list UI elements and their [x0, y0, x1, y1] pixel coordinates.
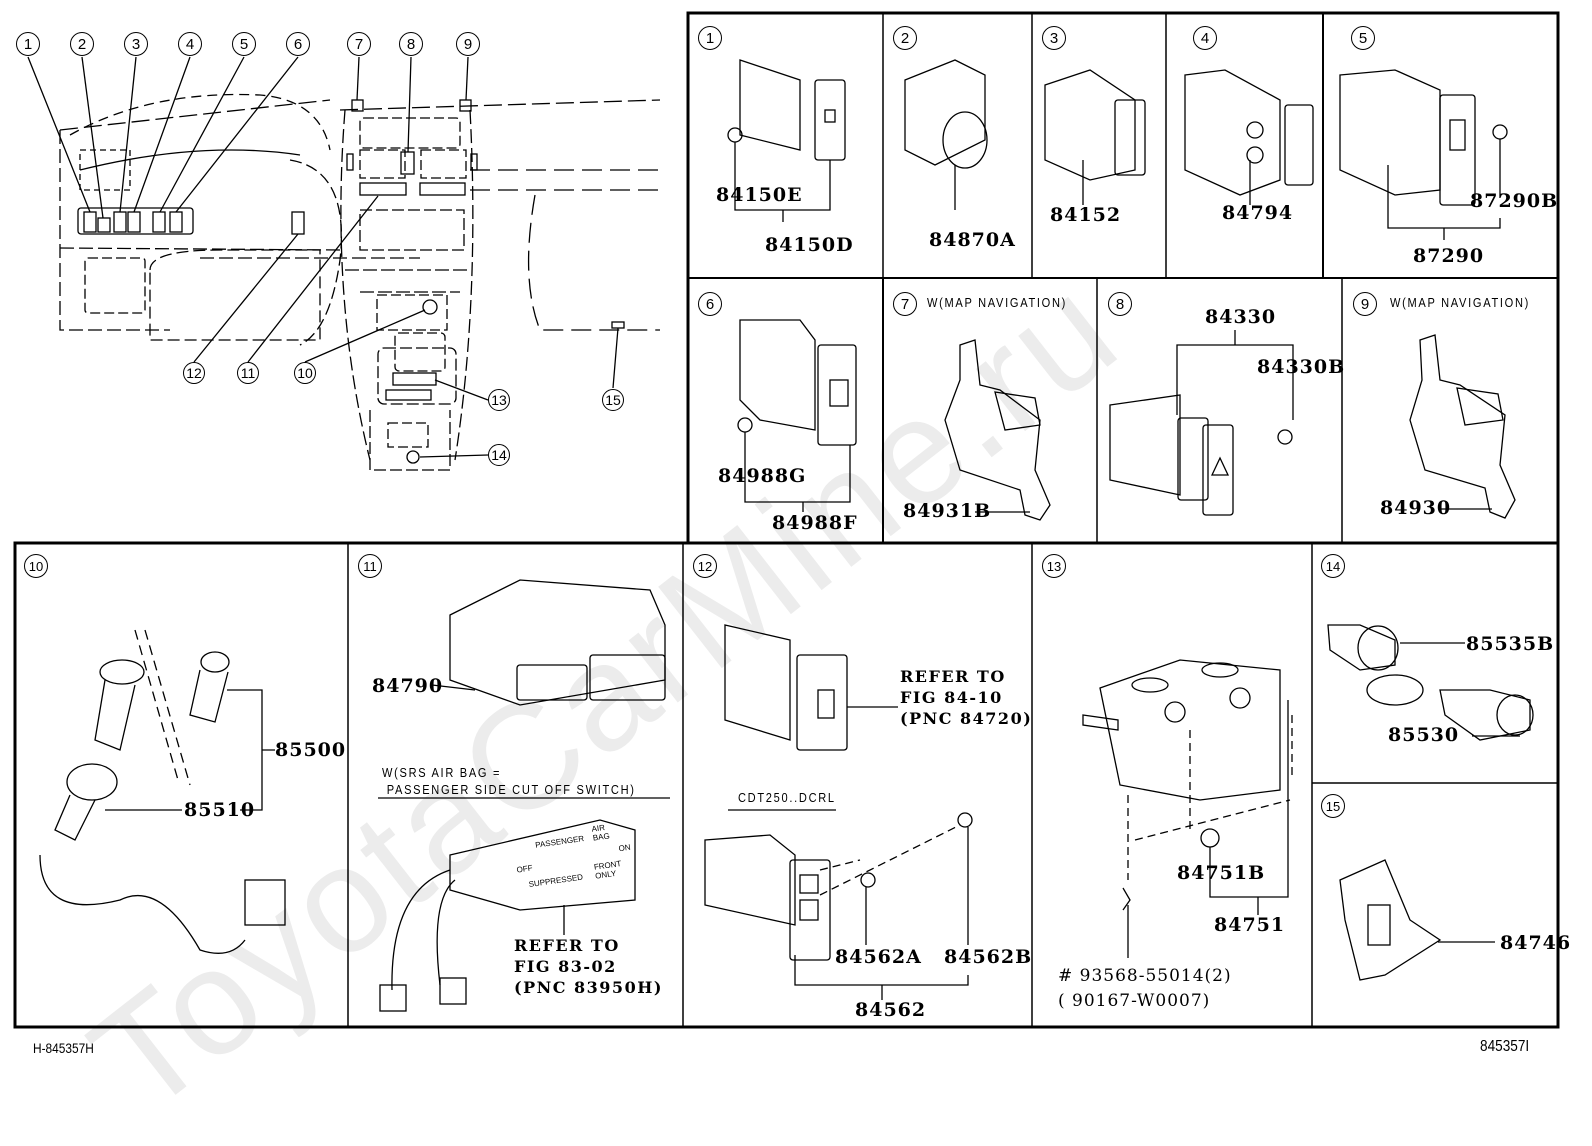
panel-10-number: 10 [24, 554, 48, 578]
panel-11-condition: W(SRS AIR BAG = PASSENGER SIDE CUT OFF S… [382, 765, 636, 797]
part-84988F[interactable]: 84988F [772, 512, 858, 534]
panel-15-number: 15 [1321, 794, 1345, 818]
drawing-code-left: H-845357H [33, 1040, 94, 1056]
overview-callout-1[interactable]: 1 [16, 32, 40, 56]
panel-9-number: 9 [1353, 292, 1377, 316]
part-84988G[interactable]: 84988G [718, 465, 807, 487]
part-87290[interactable]: 87290 [1413, 245, 1485, 267]
panel-12-reference-note[interactable]: REFER TO FIG 84-10 (PNC 84720) [900, 667, 1033, 728]
fastener-93568-55014[interactable]: # 93568-55014(2) [1058, 966, 1232, 986]
panel-7-condition: W(MAP NAVIGATION) [927, 295, 1068, 310]
diagram-frame [13, 11, 1560, 1029]
part-84751[interactable]: 84751 [1214, 914, 1286, 936]
panel-14-number: 14 [1321, 554, 1345, 578]
part-85500[interactable]: 85500 [275, 739, 347, 761]
overview-callout-12[interactable]: 12 [183, 362, 205, 384]
part-84150D[interactable]: 84150D [765, 234, 854, 256]
panel-5-number: 5 [1351, 26, 1375, 50]
panel-12-condition: CDT250..DCRL [738, 790, 836, 805]
panel-12-number: 12 [693, 554, 717, 578]
overview-callout-7[interactable]: 7 [347, 32, 371, 56]
overview-callout-15[interactable]: 15 [602, 389, 624, 411]
panel-3-number: 3 [1042, 26, 1066, 50]
overview-callout-3[interactable]: 3 [124, 32, 148, 56]
part-84330[interactable]: 84330 [1205, 306, 1277, 328]
part-drawings [39, 59, 1534, 1012]
panel-13-number: 13 [1042, 554, 1066, 578]
part-87290B[interactable]: 87290B [1470, 190, 1559, 212]
overview-callout-4[interactable]: 4 [178, 32, 202, 56]
panel-6-number: 6 [698, 292, 722, 316]
label-on: ON [617, 842, 632, 854]
part-84746[interactable]: 84746 [1500, 932, 1572, 954]
panel-11-reference-note[interactable]: REFER TO FIG 83-02 (PNC 83950H) [514, 936, 663, 997]
overview-callout-5[interactable]: 5 [232, 32, 256, 56]
overview-callout-10[interactable]: 10 [294, 362, 316, 384]
part-85530[interactable]: 85530 [1388, 724, 1460, 746]
label-front-only: FRONT ONLY [593, 859, 622, 881]
part-84870A[interactable]: 84870A [929, 229, 1016, 251]
panel-8-number: 8 [1108, 292, 1132, 316]
overview-callout-8[interactable]: 8 [399, 32, 423, 56]
part-84751B[interactable]: 84751B [1177, 862, 1266, 884]
part-84931B[interactable]: 84931B [903, 500, 992, 522]
overview-callout-9[interactable]: 9 [456, 32, 480, 56]
overview-callout-2[interactable]: 2 [70, 32, 94, 56]
overview-callout-13[interactable]: 13 [488, 389, 510, 411]
panel-2-number: 2 [893, 26, 917, 50]
part-84790[interactable]: 84790 [372, 675, 444, 697]
panel-11-number: 11 [358, 554, 382, 578]
panel-7-number: 7 [893, 292, 917, 316]
overview-callout-6[interactable]: 6 [286, 32, 310, 56]
part-84562[interactable]: 84562 [855, 999, 927, 1021]
panel-1-number: 1 [698, 26, 722, 50]
label-airbag: AIR BAG [591, 822, 611, 843]
part-84330B[interactable]: 84330B [1257, 356, 1346, 378]
panel-4-number: 4 [1193, 26, 1217, 50]
part-84930[interactable]: 84930 [1380, 497, 1452, 519]
part-84150E[interactable]: 84150E [716, 184, 803, 206]
fastener-90167-W0007[interactable]: ( 90167-W0007) [1058, 991, 1211, 1011]
part-84562B[interactable]: 84562B [944, 946, 1033, 968]
overview-callout-11[interactable]: 11 [237, 362, 259, 384]
part-84562A[interactable]: 84562A [835, 946, 922, 968]
part-85535B[interactable]: 85535B [1466, 633, 1555, 655]
part-84152[interactable]: 84152 [1050, 204, 1122, 226]
part-85510[interactable]: 85510 [184, 799, 256, 821]
drawing-code-right: 845357I [1480, 1038, 1530, 1055]
dashboard-overview-drawing [27, 56, 661, 471]
panel-9-condition: W(MAP NAVIGATION) [1390, 295, 1531, 310]
part-84794[interactable]: 84794 [1222, 202, 1294, 224]
overview-callout-14[interactable]: 14 [488, 444, 510, 466]
